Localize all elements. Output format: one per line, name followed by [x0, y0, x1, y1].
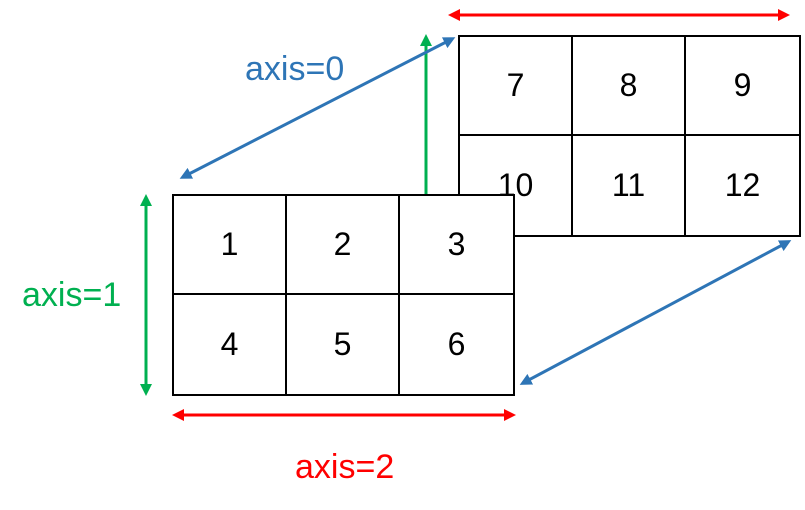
axis0-label: axis=0	[245, 50, 345, 88]
back-cell-12: 12	[724, 167, 761, 203]
front-cell-4: 4	[174, 295, 287, 394]
axis0-top-arrow	[179, 37, 456, 179]
front-cell-3: 3	[400, 196, 513, 295]
front-array: 1 2 3 4 5 6	[172, 194, 515, 396]
back-cell-9: 9	[686, 37, 799, 136]
back-array: 7 8 9 10 11 12	[458, 35, 801, 237]
front-cell-2: 2	[287, 196, 400, 295]
front-cell-1: 1	[174, 196, 287, 295]
front-cell-5: 5	[287, 295, 400, 394]
back-cell-8: 8	[573, 37, 686, 136]
back-cell-7: 7	[460, 37, 573, 136]
axis1-label: axis=1	[22, 276, 122, 314]
axis2-label: axis=2	[295, 448, 395, 486]
back-cell-11: 11	[573, 136, 686, 235]
axis0-bottom-arrow	[519, 240, 792, 385]
front-cell-6: 6	[447, 326, 466, 362]
